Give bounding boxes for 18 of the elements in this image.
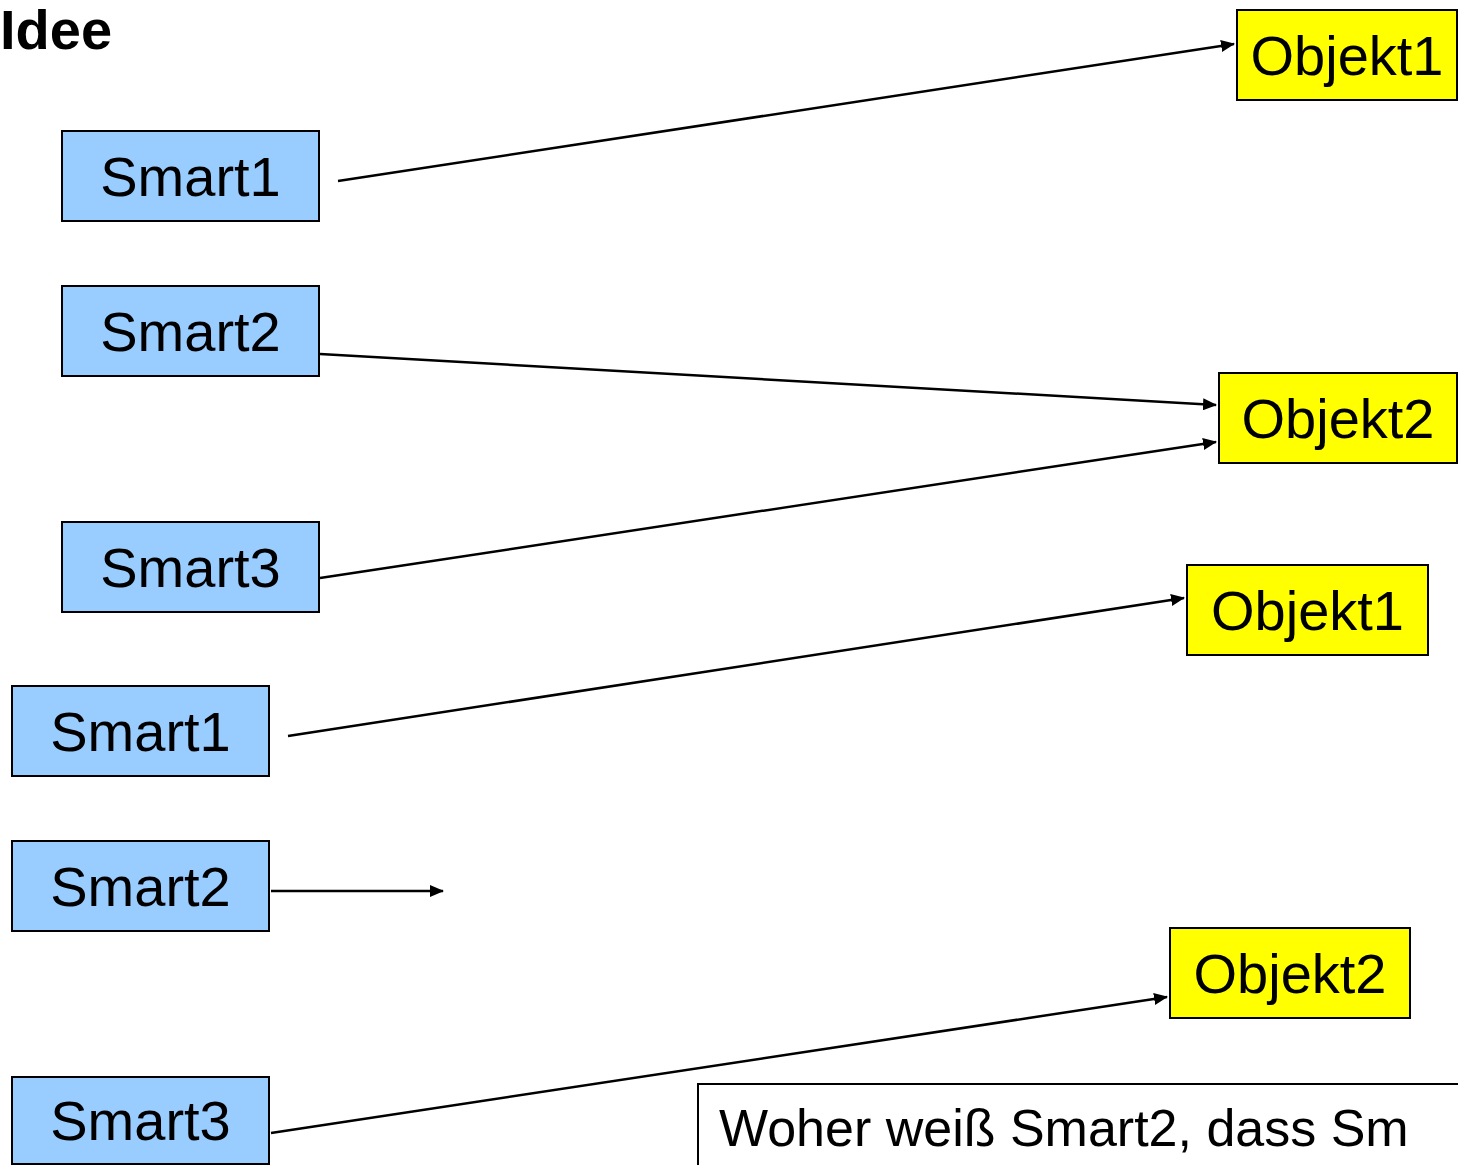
arrow	[271, 885, 444, 897]
object-box: Objekt2	[1169, 927, 1411, 1019]
object-box: Objekt1	[1186, 564, 1429, 656]
title: Idee	[0, 0, 113, 62]
smart-box: Smart1	[11, 685, 270, 777]
smart-box: Smart2	[11, 840, 270, 932]
smart-box: Smart3	[11, 1076, 270, 1165]
arrow	[337, 40, 1235, 183]
smart-box: Smart1	[61, 130, 320, 222]
object-box: Objekt2	[1218, 372, 1458, 464]
arrow	[287, 594, 1185, 738]
smart-box: Smart2	[61, 285, 320, 377]
arrow	[270, 993, 1168, 1135]
smart-box: Smart3	[61, 521, 320, 613]
object-box: Objekt1	[1236, 9, 1458, 101]
note-box: Woher weiß Smart2, dass Sm	[697, 1083, 1458, 1165]
arrow	[319, 352, 1217, 411]
arrow	[319, 438, 1217, 580]
